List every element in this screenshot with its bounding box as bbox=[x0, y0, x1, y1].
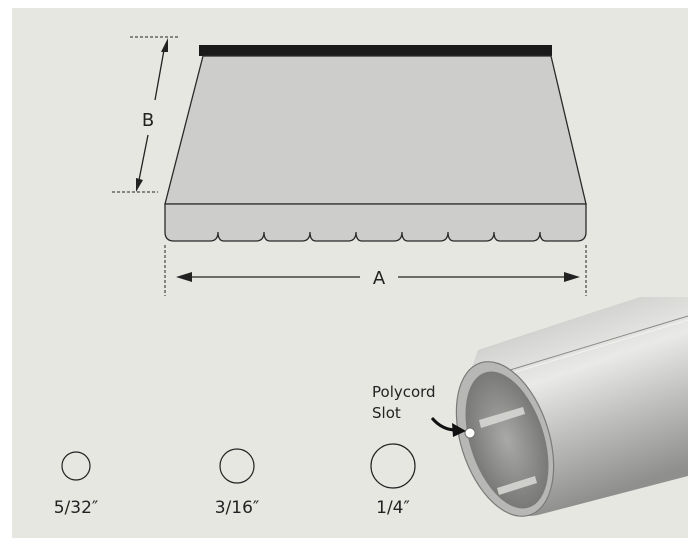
dimension-a: A bbox=[164, 245, 587, 296]
tube-inner bbox=[465, 371, 549, 509]
dimension-b-label: B bbox=[142, 110, 154, 131]
polycord-size-label: 1/4″ bbox=[376, 498, 410, 518]
polycord-size-5-32-circle bbox=[61, 451, 91, 481]
polycord-size-3-16-circle bbox=[219, 448, 255, 484]
polycord-size-label: 3/16″ bbox=[215, 498, 260, 518]
awning-illustration bbox=[164, 45, 587, 242]
polycord-size-label: 5/32″ bbox=[54, 498, 99, 518]
slot-label-line1: Polycord bbox=[372, 383, 436, 401]
awning-fabric bbox=[164, 55, 587, 205]
polycord-size-chart: 5/32″ 3/16″ 1/4″ bbox=[54, 443, 416, 518]
polycord-size-1-4-circle bbox=[370, 443, 416, 489]
polycord-slot bbox=[464, 427, 476, 439]
slot-callout: Polycord Slot bbox=[372, 383, 466, 437]
awning-top-bar bbox=[199, 45, 552, 56]
awning-valance bbox=[164, 203, 587, 242]
dimension-b: B bbox=[112, 36, 180, 193]
roller-tube-illustration bbox=[455, 297, 689, 517]
dimension-a-label: A bbox=[373, 268, 386, 289]
slot-label-line2: Slot bbox=[372, 404, 401, 422]
